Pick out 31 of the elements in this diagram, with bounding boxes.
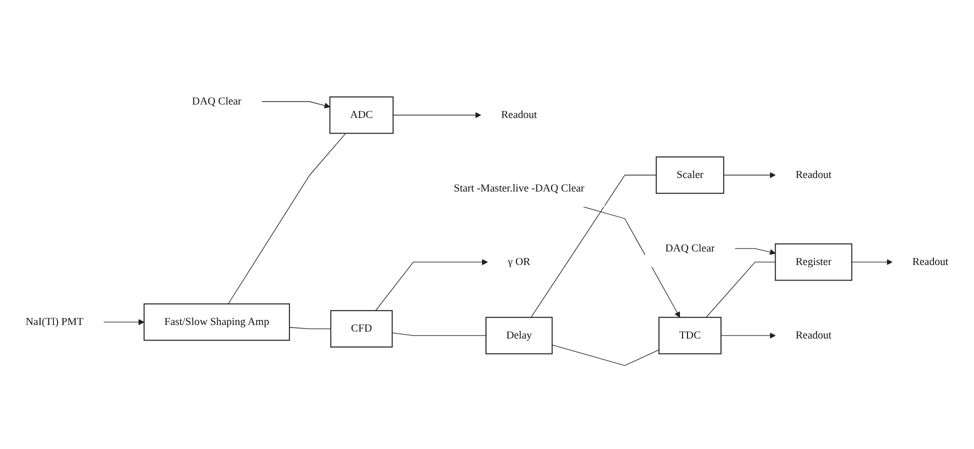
connector: [289, 327, 332, 330]
node-text: Readout: [796, 169, 832, 181]
node-box: Fast/Slow Shaping Amp: [144, 303, 290, 341]
node-box: Register: [774, 243, 852, 281]
node-text: γ OR: [508, 256, 530, 268]
node-text: NaI(Tl) PMT: [26, 316, 84, 328]
node-box: ADC: [329, 96, 394, 134]
node-box: Delay: [485, 316, 553, 354]
node-box: CFD: [330, 310, 393, 348]
node-text: Readout: [796, 329, 832, 341]
arrow: [375, 259, 488, 311]
connector: [706, 262, 776, 318]
arrow: [851, 259, 892, 266]
arrow: [392, 112, 482, 118]
node-text: DAQ Clear: [192, 96, 242, 108]
node-box: TDC: [658, 316, 722, 354]
connector: [228, 132, 346, 304]
arrow: [720, 332, 776, 339]
arrow: [261, 101, 330, 108]
node-box: Scaler: [656, 156, 724, 194]
arrow: [103, 319, 144, 326]
arrow: [734, 248, 776, 255]
connector: [552, 344, 660, 366]
node-text: DAQ Clear: [665, 242, 715, 254]
node-text: Start -Master.live -DAQ Clear: [454, 182, 584, 194]
node-text: Readout: [912, 256, 948, 268]
node-text: Readout: [501, 109, 538, 121]
arrow: [582, 206, 680, 318]
arrow: [723, 172, 776, 178]
connector: [530, 174, 657, 318]
connector: [392, 332, 486, 336]
